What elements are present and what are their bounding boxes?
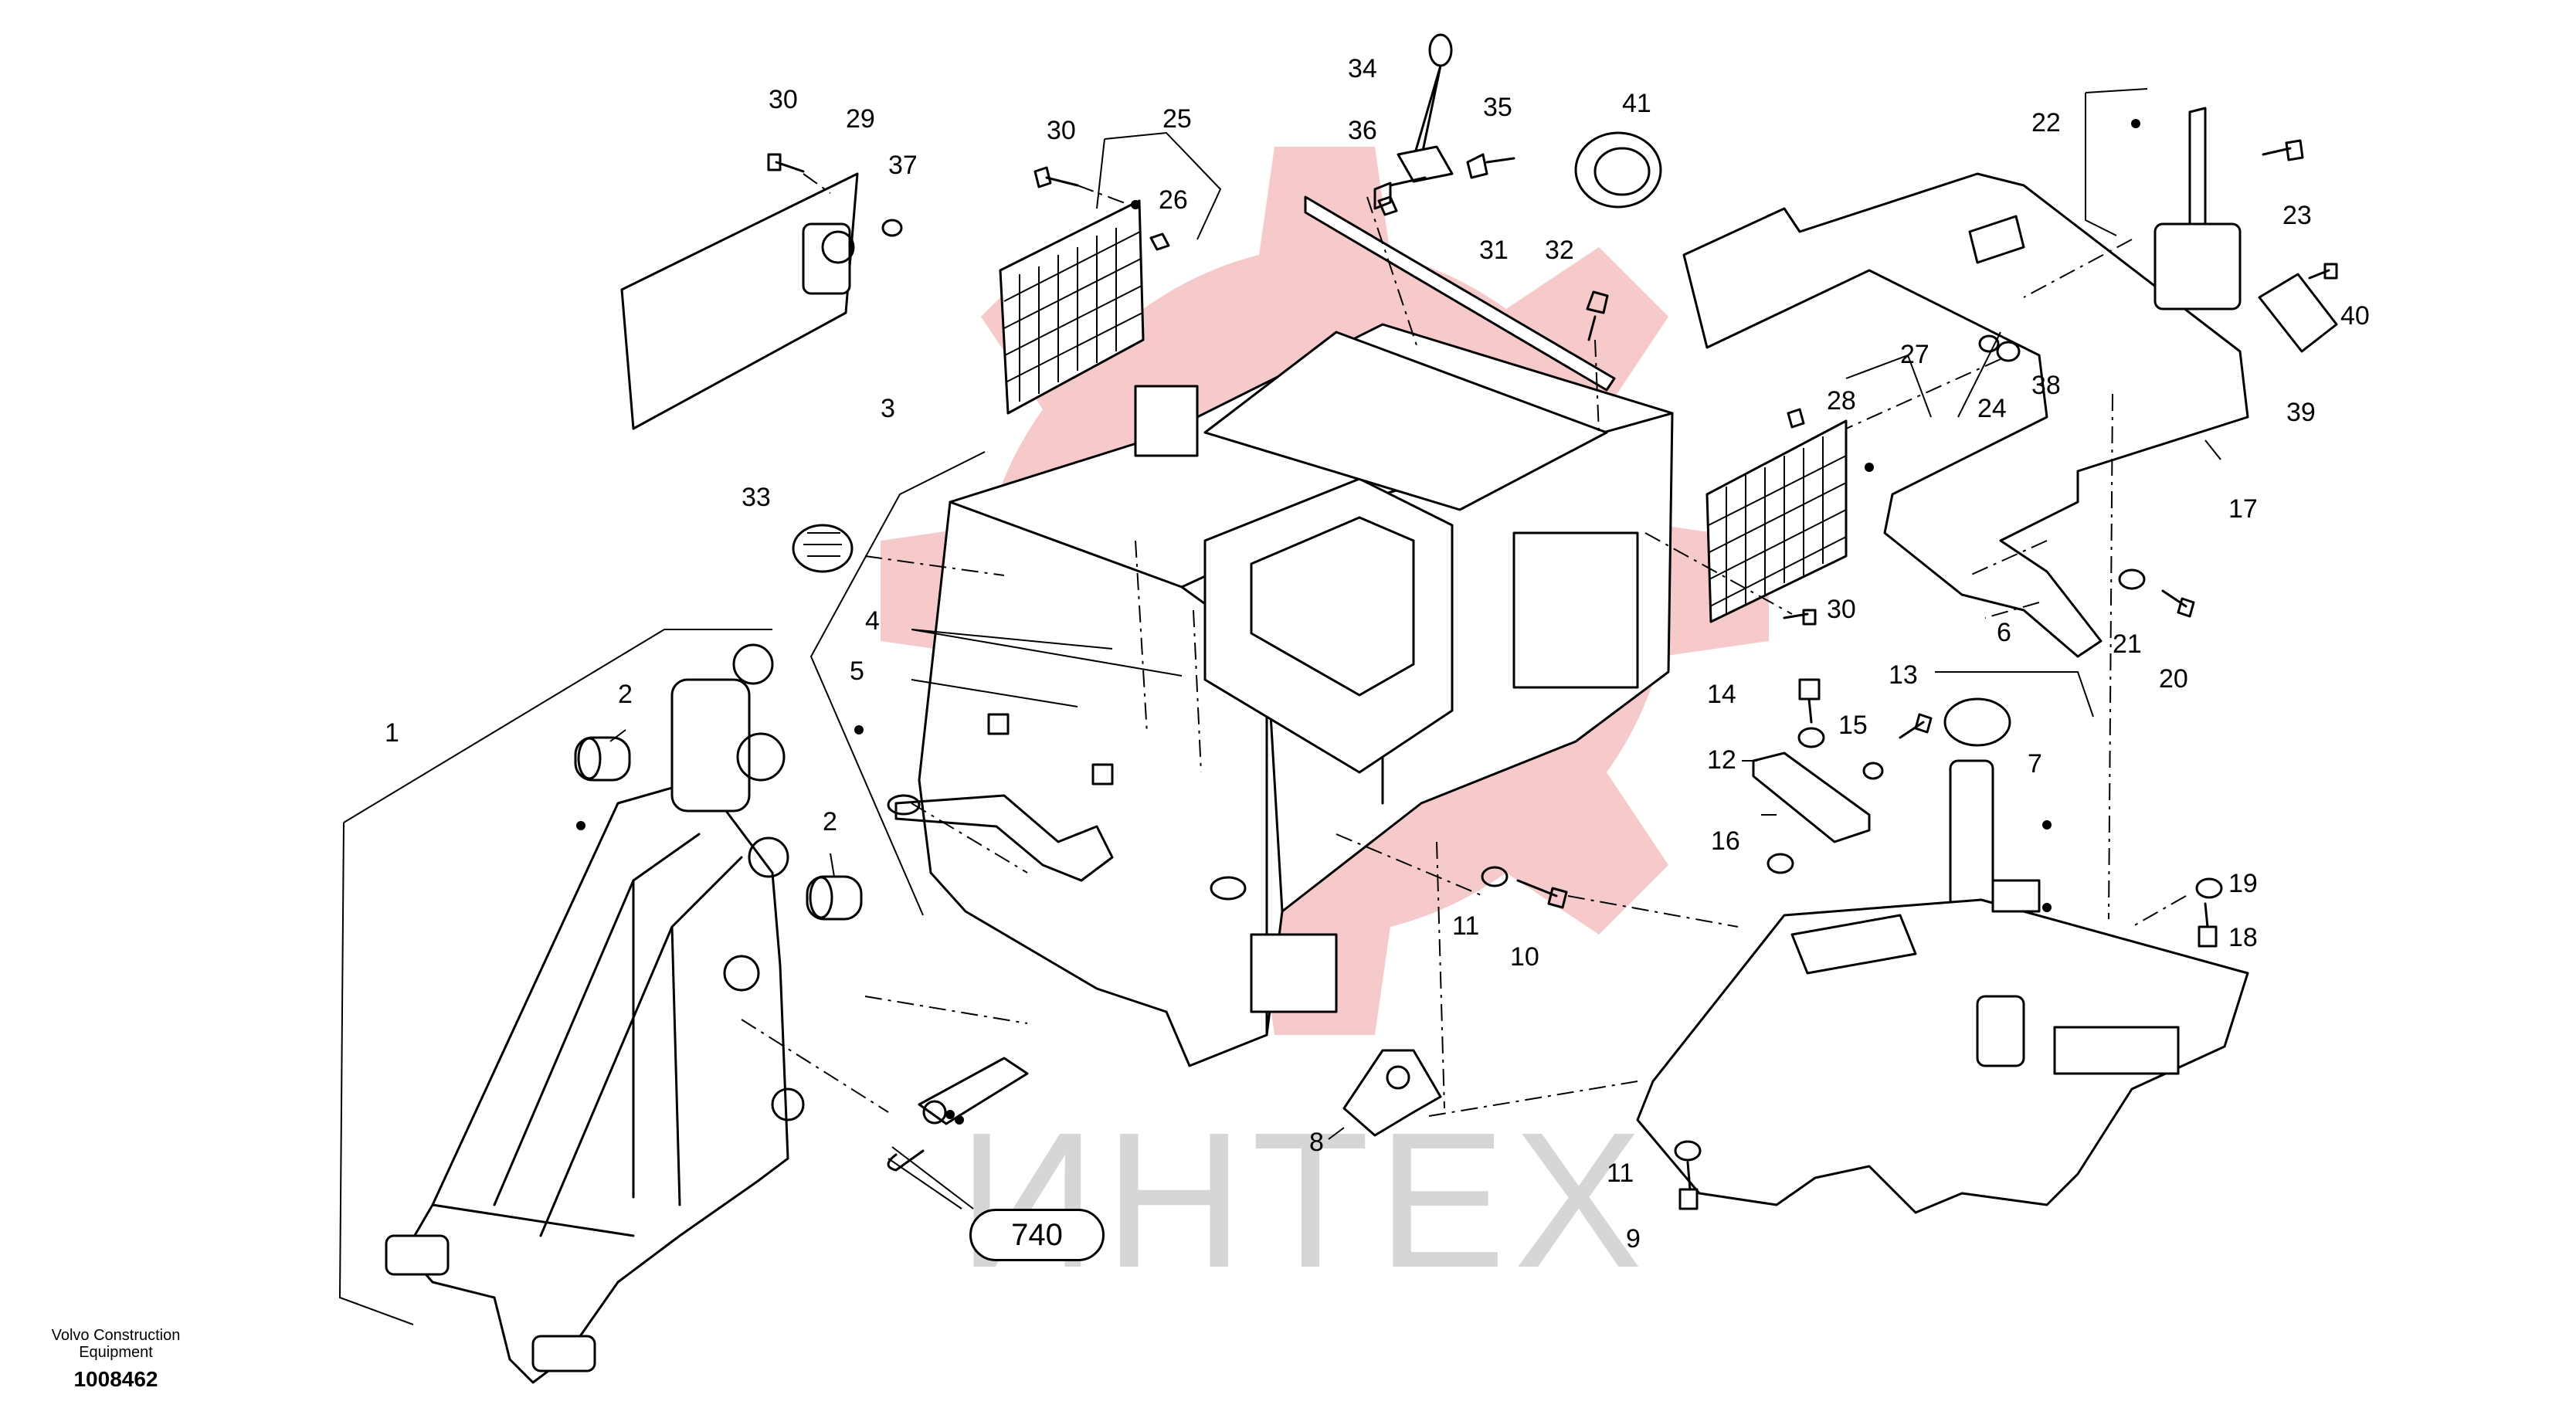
watermark-text: ИНТЕХ [958, 1092, 1650, 1308]
callout-26: 26 [1159, 185, 1188, 215]
leader-lines [338, 88, 2221, 1325]
part-25-grille-left [999, 199, 1145, 415]
callout-11: 11 [1452, 911, 1479, 941]
callout-27: 27 [1900, 340, 1929, 369]
callout-30: 30 [769, 85, 798, 114]
callout-30: 30 [1047, 116, 1076, 145]
callout-33: 33 [742, 483, 771, 512]
part-22-handle [2153, 107, 2242, 310]
callout-2: 2 [823, 807, 837, 836]
callout-14: 14 [1707, 680, 1736, 709]
assembly-lines [741, 173, 2187, 1117]
callout-10: 10 [1510, 942, 1539, 972]
callout-29: 29 [846, 104, 875, 134]
callout-23: 23 [2282, 201, 2312, 230]
callout-5: 5 [850, 657, 864, 686]
part-29-cover-plate [620, 172, 859, 430]
part-12-bracket [1752, 751, 1871, 843]
part-17-side-panel [1682, 172, 2249, 658]
part-2-bushing-lower [806, 875, 863, 921]
callout-16: 16 [1711, 826, 1740, 856]
callout-37: 37 [888, 151, 918, 180]
callout-18: 18 [2228, 923, 2258, 952]
callout-3: 3 [881, 394, 895, 423]
callout-17: 17 [2228, 494, 2258, 524]
callout-22: 22 [2031, 108, 2061, 137]
part-31-top-strip [1304, 195, 1616, 392]
callout-6: 6 [1997, 618, 2011, 647]
callout-4: 4 [865, 606, 880, 636]
part-2-bushing-upper [574, 736, 631, 782]
part-27-grille-right [1705, 419, 1848, 623]
footer-drawing-number: 1008462 [73, 1367, 158, 1391]
callout-24: 24 [1977, 394, 2007, 423]
callout-41: 41 [1622, 89, 1651, 118]
part-1-frame [385, 643, 805, 1384]
callout-12: 12 [1707, 745, 1736, 775]
fasteners [767, 139, 2338, 1210]
callout-21: 21 [2113, 629, 2142, 659]
callout-39: 39 [2286, 398, 2316, 427]
callout-31: 31 [1479, 236, 1509, 265]
part-41-seal [1574, 131, 1662, 209]
footer-company: Volvo Construction Equipment [51, 1327, 181, 1361]
callout-34: 34 [1348, 54, 1377, 83]
callout-32: 32 [1545, 236, 1574, 265]
callout-labels: 1 2 2 3 4 5 6 7 8 9 10 11 11 12 13 14 15… [385, 54, 2370, 1254]
reference-740-badge: 740 [969, 1209, 1105, 1261]
part-740-linkage [887, 1057, 1029, 1172]
reference-dots [576, 119, 2140, 1125]
callout-8: 8 [1309, 1128, 1324, 1157]
callout-13: 13 [1889, 660, 1918, 690]
callout-2: 2 [618, 680, 633, 709]
part-8-support [1342, 1049, 1442, 1137]
part-7-tube [1943, 697, 2011, 909]
part-39-plate [2258, 273, 2338, 353]
part-34-lever [1397, 33, 1454, 183]
callout-40: 40 [2340, 301, 2370, 331]
callout-28: 28 [1827, 386, 1856, 416]
callout-36: 36 [1348, 116, 1377, 145]
callout-7: 7 [2028, 749, 2042, 779]
callout-15: 15 [1838, 711, 1868, 740]
callout-1: 1 [385, 718, 399, 748]
callout-30: 30 [1827, 595, 1856, 624]
callout-38: 38 [2031, 371, 2061, 400]
part-33-grommet [792, 524, 854, 573]
callout-25: 25 [1162, 104, 1192, 134]
callout-20: 20 [2159, 664, 2188, 694]
part-3-main-housing [887, 323, 1674, 1067]
callout-35: 35 [1483, 93, 1512, 122]
callout-19: 19 [2228, 869, 2258, 898]
callout-9: 9 [1626, 1224, 1641, 1254]
callout-11: 11 [1607, 1159, 1634, 1188]
part-6-base-frame [1636, 879, 2249, 1214]
